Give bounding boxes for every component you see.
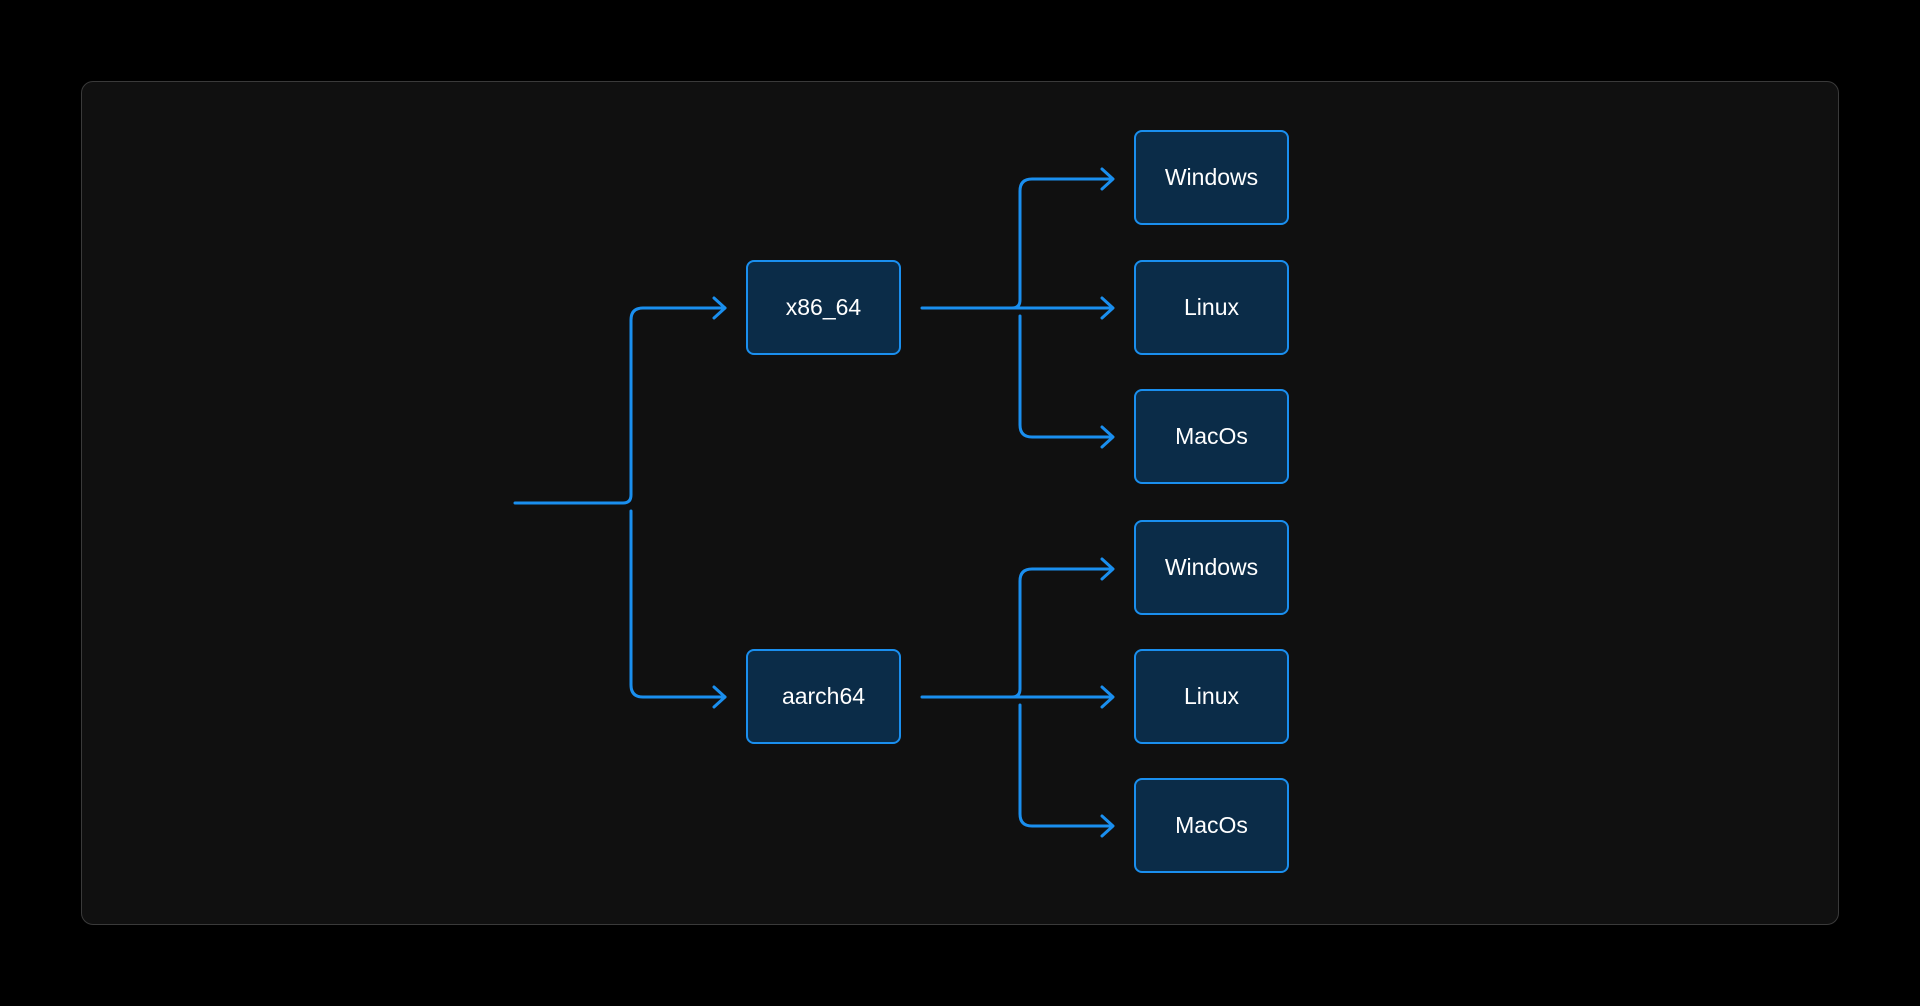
node-x86-linux: Linux <box>1134 260 1289 355</box>
node-x86-macos: MacOs <box>1134 389 1289 484</box>
node-aarch64-linux: Linux <box>1134 649 1289 744</box>
node-x86-64: x86_64 <box>746 260 901 355</box>
diagram-panel <box>81 81 1839 925</box>
node-x86-windows: Windows <box>1134 130 1289 225</box>
node-aarch64: aarch64 <box>746 649 901 744</box>
node-aarch64-macos: MacOs <box>1134 778 1289 873</box>
node-aarch64-windows: Windows <box>1134 520 1289 615</box>
